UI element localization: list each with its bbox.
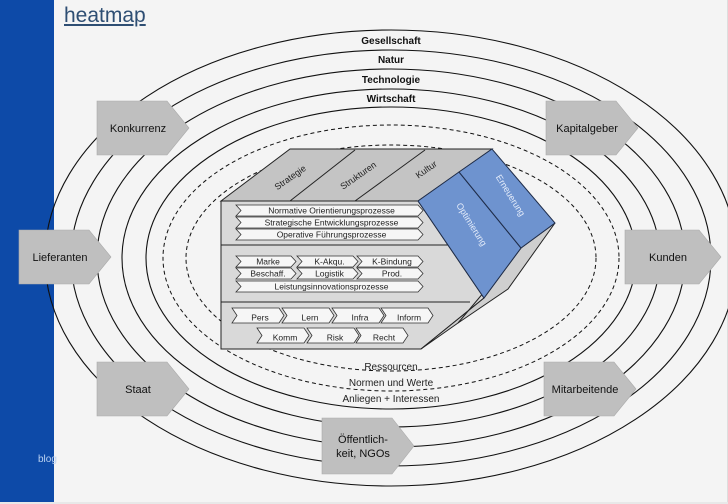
business-process[interactable]: Prod. [356,267,424,280]
stakeholder-label: keit, NGOs [336,448,390,460]
stakeholder-konkurrenz[interactable]: Konkurrenz [96,100,190,156]
stakeholder-arrow [624,229,722,285]
chevron-label: Prod. [382,269,402,279]
chevron-shape [331,307,385,324]
business-process[interactable]: Logistik [296,267,359,280]
erneuerung-face [458,148,556,249]
stakeholder-lieferanten[interactable]: Lieferanten [18,229,112,285]
stakeholder-oeffentlichkeit[interactable]: Öffentlich-keit, NGOs [321,417,415,475]
top-face-divider [289,149,356,202]
chevron-label: Risk [327,333,344,343]
support-process[interactable]: Recht [355,327,409,344]
heatmap-title-link[interactable]: heatmap [64,4,146,27]
inner-ring-label: Anliegen + Interessen [342,394,439,405]
chevron-label: Lern [301,313,318,323]
inner-ring-label: Ressourcen [364,362,417,373]
support-process[interactable]: Infra [331,307,385,324]
management-process[interactable]: Strategische Entwicklungsprozesse [235,216,424,229]
frame-edge [0,502,728,504]
stakeholder-arrow [321,417,415,475]
ring-label-technologie: Technologie [362,75,421,86]
interaction-ring [185,144,597,372]
chevron-shape [235,204,424,217]
ring-label-natur: Natur [378,55,404,66]
chevron-shape [235,228,424,241]
chevron-shape [235,280,424,293]
stakeholder-label: Staat [125,384,151,396]
stakeholder-label: Öffentlich- [338,434,388,446]
management-process[interactable]: Operative Führungsprozesse [235,228,424,241]
chevron-label: Logistik [315,269,345,279]
interaction-ring [162,124,620,392]
support-process[interactable]: Risk [306,327,360,344]
chevron-label: Normative Orientierungsprozesse [268,206,395,216]
inner-ring-label: Normen und Werte [349,378,434,389]
stakeholder-arrow [18,229,112,285]
stakeholder-arrow [96,100,190,156]
chevron-shape [235,216,424,229]
chevron-label: Strategische Entwicklungsprozesse [265,218,399,228]
business-process[interactable]: K-Akqu. [296,255,359,268]
chevron-shape [231,307,285,324]
stakeholder-arrow [543,361,637,417]
stakeholder-kunden[interactable]: Kunden [624,229,722,285]
stakeholder-label: Mitarbeitende [552,384,619,396]
chevron-label: Inform [397,313,421,323]
chevron-label: K-Bindung [372,257,412,267]
chevron-label: Recht [373,333,396,343]
chevron-label: Beschaff. [250,269,285,279]
stakeholder-kapitalgeber[interactable]: Kapitalgeber [545,100,639,156]
top-face-divider [354,149,426,202]
chevron-shape [306,327,360,344]
watermark-text: blog [38,454,57,465]
stakeholder-label: Kapitalgeber [556,123,618,135]
ring-label-wirtschaft: Wirtschaft [367,94,416,105]
support-process[interactable]: Inform [380,307,434,324]
stakeholder-label: Kunden [649,252,687,264]
support-process[interactable]: Pers [231,307,285,324]
stakeholder-staat[interactable]: Staat [96,361,190,417]
chevron-shape [296,255,359,268]
business-process[interactable]: K-Bindung [356,255,424,268]
chevron-shape [356,255,424,268]
chevron-shape [355,327,409,344]
chevron-label: Marke [256,257,280,267]
chevron-shape [356,267,424,280]
chevron-label: Komm [273,333,298,343]
chevron-shape [235,255,297,268]
chevron-label: Leistungsinnovationsprozesse [275,282,389,292]
chevron-label: Operative Führungsprozesse [277,230,387,240]
business-process[interactable]: Marke [235,255,297,268]
chevron-label: Pers [251,313,268,323]
chevron-label: Infra [351,313,368,323]
chevron-shape [281,307,335,324]
chevron-shape [256,327,310,344]
business-process[interactable]: Beschaff. [235,267,297,280]
chevron-shape [380,307,434,324]
chevron-shape [235,267,297,280]
business-process[interactable]: Leistungsinnovationsprozesse [235,280,424,293]
stakeholder-mitarbeitende[interactable]: Mitarbeitende [543,361,637,417]
chevron-shape [296,267,359,280]
management-process[interactable]: Normative Orientierungsprozesse [235,204,424,217]
chevron-label: K-Akqu. [314,257,344,267]
stakeholder-label: Konkurrenz [110,123,166,135]
stakeholder-label: Lieferanten [32,252,87,264]
stakeholder-arrow [96,361,190,417]
stakeholder-arrow [545,100,639,156]
support-process[interactable]: Komm [256,327,310,344]
support-process[interactable]: Lern [281,307,335,324]
ring-label-gesellschaft: Gesellschaft [361,36,421,47]
